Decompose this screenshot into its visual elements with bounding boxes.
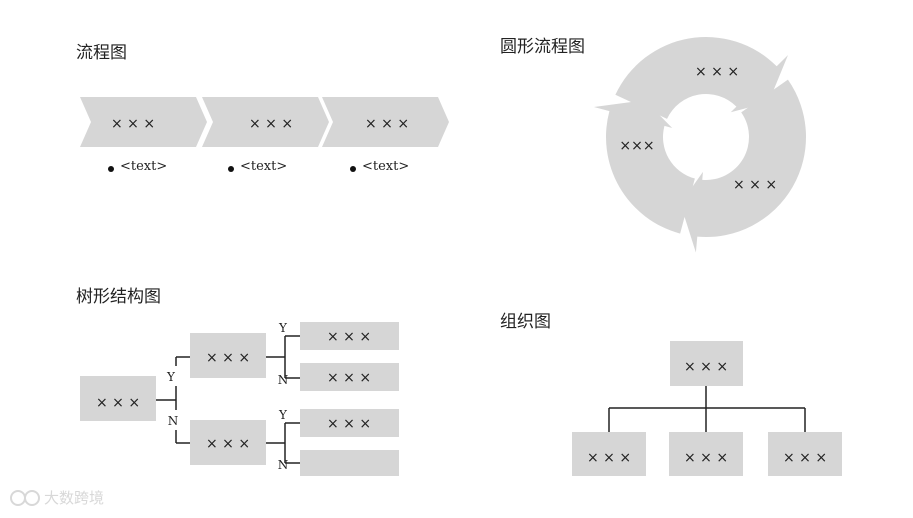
org-title: 组织图 [500, 312, 551, 332]
cycle-diagram [593, 36, 806, 253]
flowchart-step-note: <text> [240, 159, 287, 174]
flowchart-step: × × × [202, 97, 329, 147]
cycle-arrow-segment [680, 79, 806, 253]
tree-root-node: × × × [80, 376, 156, 421]
bullet-icon [350, 166, 356, 172]
flowchart-arrow-shape [322, 97, 449, 147]
flowchart-step-label: × × × [365, 116, 409, 132]
flowchart-arrow-shape [202, 97, 329, 147]
cycle-segment-label: ××× [619, 138, 654, 154]
watermark-text: 大数跨境 [44, 489, 104, 507]
tree-leaf-node [300, 450, 399, 476]
watermark-logo-icon [24, 490, 40, 506]
tree-connectors [156, 335, 300, 464]
cycle-title: 圆形流程图 [500, 37, 585, 57]
flowchart-step-label: × × × [111, 116, 155, 132]
tree-branch-node: × × × [190, 420, 266, 465]
tree-title: 树形结构图 [76, 287, 161, 307]
tree-node-label: × × × [327, 329, 371, 345]
tree-node-label: × × × [327, 416, 371, 432]
org-node-label: × × × [684, 450, 728, 466]
tree-edge-no: N [278, 373, 289, 387]
tree-node-label: × × × [327, 370, 371, 386]
org-node-label: × × × [587, 450, 631, 466]
bullet-icon [228, 166, 234, 172]
tree-edge-yes: Y [278, 408, 288, 422]
tree-edge-yes: Y [166, 370, 176, 384]
bullet-icon [108, 166, 114, 172]
flowchart-step-note: <text> [362, 159, 409, 174]
tree-leaf-node: × × × [300, 409, 399, 437]
org-node-label: × × × [783, 450, 827, 466]
flowchart-step-label: × × × [249, 116, 293, 132]
cycle-segment-label: × × × [733, 177, 777, 193]
cycle-arrow-segment [593, 100, 695, 234]
cycle-segment-label: × × × [695, 64, 739, 80]
org-connectors [608, 386, 806, 432]
flowchart-step: × × × [80, 97, 207, 147]
flowchart-title: 流程图 [76, 43, 127, 63]
tree-node-label: × × × [96, 395, 140, 411]
org-child-node: × × × [669, 432, 743, 476]
tree-leaf-node: × × × [300, 322, 399, 350]
tree-branch-node: × × × [190, 333, 266, 378]
cycle-arrow-segment [615, 36, 789, 119]
flowchart-step-note: <text> [120, 159, 167, 174]
tree-edge-no: N [278, 458, 289, 472]
tree-leaf-node: × × × [300, 363, 399, 391]
watermark: 大数跨境 [10, 489, 104, 507]
org-node-label: × × × [684, 359, 728, 375]
flowchart-arrow-shape [80, 97, 207, 147]
watermark-logo-icon [10, 490, 26, 506]
org-top-node: × × × [670, 341, 743, 386]
tree-node-label: × × × [206, 350, 250, 366]
tree-edge-yes: Y [278, 321, 288, 335]
org-child-node: × × × [572, 432, 646, 476]
flowchart-step: × × × [322, 97, 449, 147]
tree-edge-no: N [168, 414, 179, 428]
org-child-node: × × × [768, 432, 842, 476]
tree-node-label: × × × [206, 436, 250, 452]
